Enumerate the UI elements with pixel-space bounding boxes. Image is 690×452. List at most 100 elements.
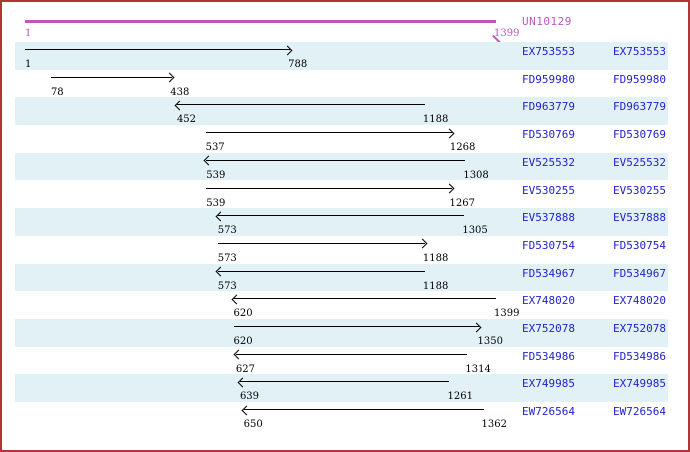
accession-link-duplicate[interactable]: EV525532 [613, 155, 666, 169]
accession-link-duplicate[interactable]: EW726564 [613, 405, 666, 419]
end-coordinate: 1268 [449, 142, 476, 154]
arrow-head-icon [215, 211, 226, 222]
start-coordinate: 1 [25, 59, 32, 70]
accession-link[interactable]: EV537888 [522, 211, 575, 225]
accession-link[interactable]: EX753553 [522, 45, 575, 58]
arrow-shaft [205, 132, 452, 134]
start-coordinate: 452 [176, 114, 197, 126]
arrow-shaft [217, 242, 425, 244]
start-coordinate: 78 [50, 86, 64, 98]
end-coordinate: 1261 [447, 391, 473, 403]
sequence-arrow [203, 153, 466, 167]
arrow-shaft [233, 298, 496, 300]
sequence-arrow [206, 181, 454, 195]
accession-link[interactable]: EW726564 [522, 405, 575, 419]
start-coordinate: 620 [233, 308, 253, 320]
arrow-head-icon [233, 349, 244, 360]
accession-link-duplicate[interactable]: EX753553 [613, 45, 666, 58]
sequence-row: 539 1308 EV525532 EV525532 [0, 152, 690, 181]
sequence-arrow [215, 208, 465, 222]
consensus-arrow [25, 20, 502, 51]
sequence-arrow [25, 42, 293, 56]
end-coordinate: 788 [288, 59, 308, 70]
accession-link-duplicate[interactable]: EV530255 [613, 183, 666, 197]
row-stripe [15, 42, 668, 70]
end-coordinate: 1188 [422, 252, 449, 264]
start-coordinate: 627 [235, 363, 255, 375]
start-coordinate: 573 [217, 280, 237, 292]
start-coordinate: 539 [206, 197, 226, 209]
arrow-shaft [25, 49, 291, 50]
sequence-arrow [205, 125, 455, 139]
start-coordinate: 539 [206, 169, 226, 181]
accession-link-duplicate[interactable]: EV537888 [613, 211, 666, 225]
arrow-head-icon [231, 294, 241, 305]
accession-link-duplicate[interactable]: EX748020 [613, 294, 666, 308]
sequence-row: 573 1305 EV537888 EV537888 [0, 208, 690, 236]
accession-link[interactable]: FD959980 [522, 72, 575, 86]
accession-link-duplicate[interactable]: FD963779 [613, 100, 666, 114]
accession-link[interactable]: EX752078 [522, 322, 575, 335]
accession-link-duplicate[interactable]: FD530754 [613, 238, 666, 252]
end-coordinate: 1305 [462, 225, 488, 237]
sequence-row: 650 1362 EW726564 EW726564 [0, 402, 690, 430]
accession-link[interactable]: EV530255 [522, 183, 575, 197]
arrow-head-icon [241, 405, 252, 416]
end-coordinate: 1399 [494, 308, 520, 320]
start-coordinate: 639 [239, 391, 260, 403]
sequence-arrow [231, 291, 496, 305]
accession-link[interactable]: FD534967 [522, 266, 575, 280]
end-coordinate: 1188 [422, 114, 449, 126]
arrow-shaft [206, 187, 452, 189]
sequence-row: 1 788 EX753553 EX753553 [0, 42, 690, 70]
accession-link-duplicate[interactable]: EX749985 [613, 377, 666, 391]
accession-link-duplicate[interactable]: FD534967 [613, 266, 666, 280]
accession-link[interactable]: FD963779 [522, 100, 575, 114]
start-coordinate: 573 [217, 252, 237, 264]
arrow-shaft [217, 270, 425, 272]
arrow-shaft [243, 409, 484, 411]
arrow-head-icon [237, 377, 248, 388]
row-stripe [15, 263, 668, 292]
arrow-shaft [176, 104, 425, 106]
sequence-row: 452 1188 FD963779 FD963779 [0, 97, 690, 125]
start-coordinate: 650 [243, 419, 263, 431]
arrow-head-icon [174, 100, 185, 111]
accession-link-duplicate[interactable]: FD959980 [613, 72, 666, 86]
sequence-row: 620 1399 EX748020 EX748020 [0, 291, 690, 319]
accession-link[interactable]: EV525532 [522, 155, 575, 169]
accession-link[interactable]: FD530754 [522, 238, 575, 252]
arrow-shaft [217, 215, 465, 217]
arrow-shaft [50, 76, 173, 78]
accession-link-duplicate[interactable]: FD530769 [613, 128, 666, 142]
sequence-arrow [50, 70, 175, 84]
sequence-row: 573 1188 FD530754 FD530754 [0, 236, 690, 264]
accession-link[interactable]: FD534986 [522, 349, 575, 363]
accession-link[interactable]: FD530769 [522, 128, 575, 142]
accession-link-duplicate[interactable]: EX752078 [613, 322, 666, 335]
start-coordinate: 537 [205, 142, 225, 154]
accession-link[interactable]: EX749985 [522, 377, 575, 391]
row-stripe [15, 152, 668, 181]
accession-link-duplicate[interactable]: FD534986 [613, 349, 666, 363]
end-coordinate: 1314 [465, 363, 491, 375]
arrow-shaft [235, 353, 468, 355]
end-coordinate: 1350 [477, 336, 503, 347]
accession-link[interactable]: EX748020 [522, 294, 575, 308]
consensus-end-coordinate: 1399 [494, 28, 520, 39]
end-coordinate: 1362 [481, 419, 507, 431]
row-stripe [15, 319, 668, 347]
sequence-arrow [241, 402, 484, 416]
end-coordinate: 1267 [449, 197, 475, 209]
end-coordinate: 1188 [422, 280, 449, 292]
sequence-arrow [215, 264, 425, 278]
sequence-arrow [233, 347, 468, 361]
arrow-shaft [233, 326, 480, 327]
sequence-row: 78 438 FD959980 FD959980 [0, 70, 690, 98]
start-coordinate: 620 [233, 336, 253, 347]
sequence-arrow [237, 374, 450, 388]
sequence-arrow [217, 236, 428, 250]
start-coordinate: 573 [217, 225, 237, 237]
arrow-head-icon [203, 155, 214, 166]
